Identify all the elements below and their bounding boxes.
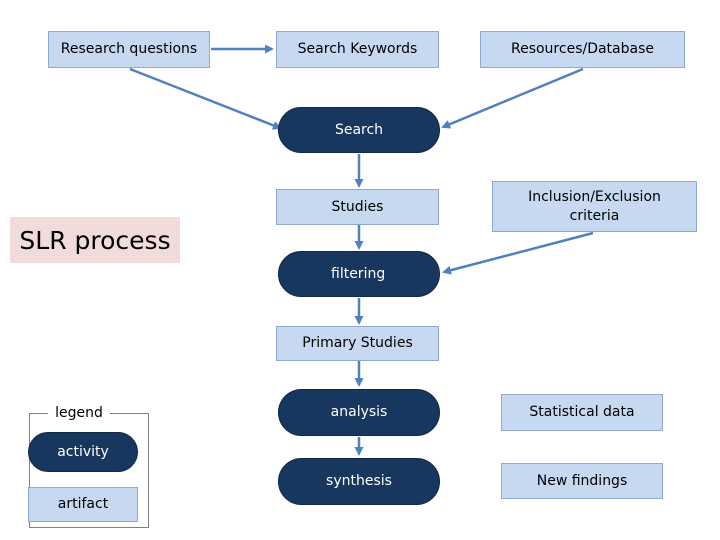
inclusion-exclusion-box: Inclusion/Exclusion criteria [492,181,697,232]
research-questions-box: Research questions [48,31,210,68]
arrow-questions-to-search [129,67,282,130]
statistical-data-box: Statistical data [501,394,663,431]
synthesis-activity: synthesis [278,458,440,505]
arrow-database-to-search [441,67,584,129]
slr-process-title: SLR process [10,217,180,263]
legend-activity-sample: activity [28,432,138,472]
search-activity: Search [278,107,440,153]
legend-title: legend [48,403,110,423]
new-findings-box: New findings [501,463,663,499]
arrow-criteria-to-filtering [442,231,594,275]
legend-artifact-sample: artifact [28,487,138,522]
primary-studies-box: Primary Studies [276,326,439,361]
analysis-activity: analysis [278,389,440,436]
filtering-activity: filtering [278,251,440,297]
search-keywords-box: Search Keywords [276,31,439,68]
resources-database-box: Resources/Database [480,31,685,68]
studies-box: Studies [276,189,439,225]
